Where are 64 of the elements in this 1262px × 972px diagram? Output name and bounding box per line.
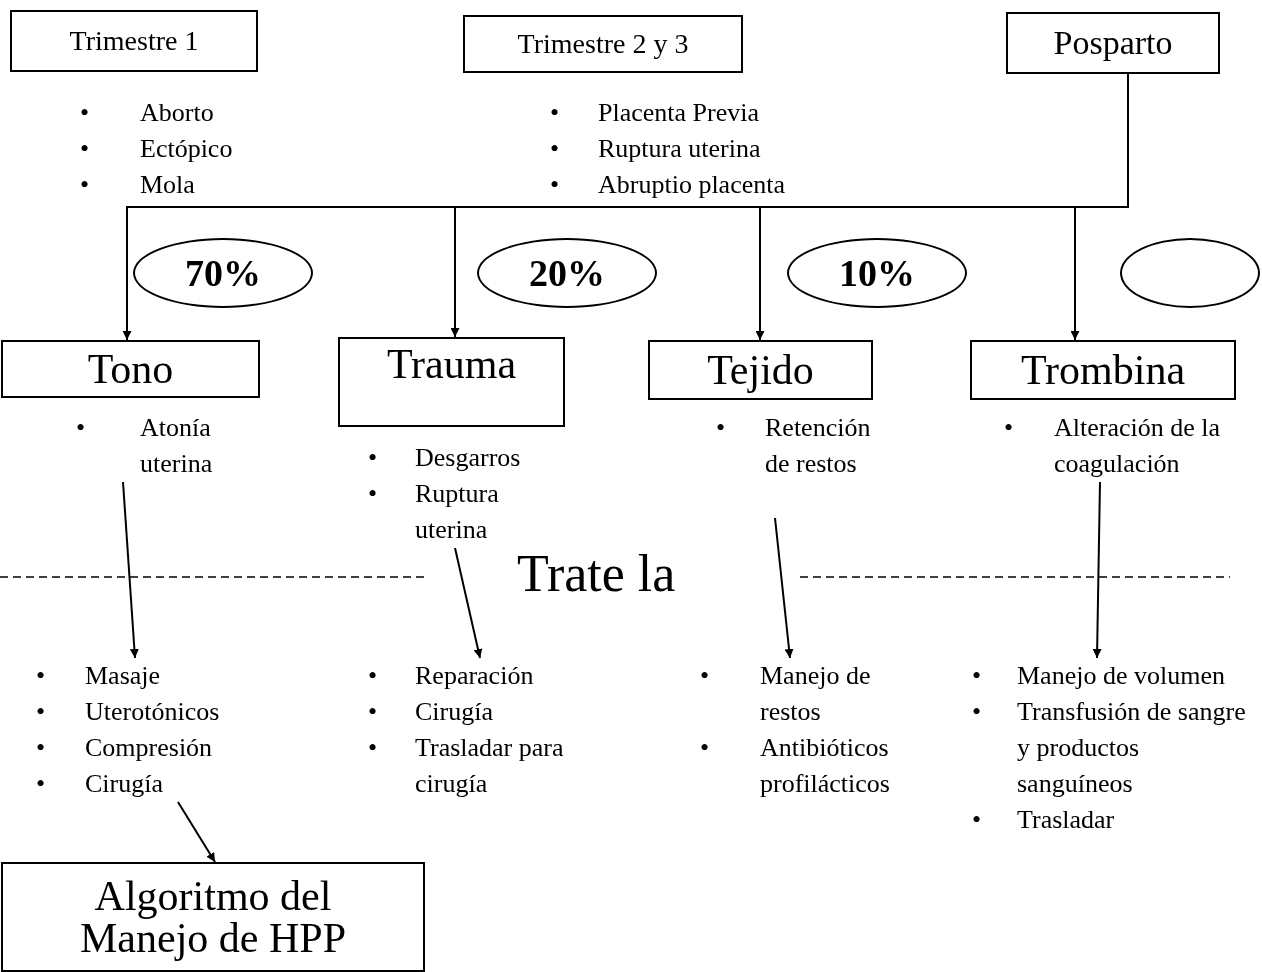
bullet: • [36, 767, 46, 800]
arrow [454, 547, 483, 659]
bullet-text: Manejo de restos [760, 660, 872, 728]
bullet: • [972, 660, 982, 692]
bullet: • [76, 412, 86, 444]
category-box: Trombina [970, 340, 1236, 400]
bullet-text: Manejo de volumen [1017, 660, 1226, 692]
bullet-text: Placenta Previa [598, 97, 760, 129]
bullet-text: Retención de restos [765, 412, 869, 480]
category-box: Tejido [648, 340, 873, 400]
section-heading: Trate la [517, 548, 676, 600]
bullet-text: Aborto [140, 97, 215, 129]
bullet-text: Trasladar para cirugía [415, 731, 565, 800]
category-box: Posparto [1006, 12, 1220, 74]
percentage-ellipse: 10% [787, 238, 967, 308]
bullet: • [550, 97, 560, 129]
category-box: Algoritmo del Manejo de HPP [1, 862, 425, 972]
bullet: • [716, 412, 726, 444]
bullet-text: Desgarros [415, 442, 522, 474]
bullet: • [36, 731, 46, 764]
bullet-text: Cirugía [85, 767, 164, 800]
bullet-text: Atonía uterina [140, 412, 214, 480]
bullet-text: Trasladar [1017, 803, 1116, 836]
bullet: • [550, 132, 560, 165]
bullet: • [80, 97, 90, 129]
bullet-text: Antibióticos profilácticos [760, 731, 891, 800]
bullet-text: Uterotónicos [85, 695, 221, 728]
category-box: Trauma [338, 337, 565, 427]
bullet-text: Reparación [415, 660, 535, 692]
category-box: Trimestre 1 [10, 10, 258, 72]
bullet: • [700, 731, 710, 764]
bullet: • [700, 660, 710, 692]
bullet: • [1004, 412, 1014, 444]
percentage-ellipse: 20% [477, 238, 657, 308]
bullet-text: Alteración de la coagulación [1054, 412, 1222, 480]
bullet: • [36, 695, 46, 728]
bullet: • [368, 660, 378, 692]
bullet-text: Ruptura uterina [598, 132, 762, 165]
bullet: • [368, 695, 378, 728]
category-box: Tono [1, 340, 260, 398]
bullet: • [368, 731, 378, 764]
bullet-text: Masaje [85, 660, 162, 692]
bullet: • [36, 660, 46, 692]
category-box: Trimestre 2 y 3 [463, 15, 743, 73]
percentage-ellipse: 70% [133, 238, 313, 308]
bullet: • [368, 442, 378, 474]
bullet-text: Abruptio placenta [598, 168, 786, 201]
bullet: • [80, 168, 90, 201]
arrow [774, 517, 794, 659]
bullet-text: Compresión [85, 731, 214, 764]
bullet: • [972, 695, 982, 728]
bullet-text: Mola [140, 168, 196, 201]
arrow [122, 481, 139, 659]
arrow [177, 801, 216, 863]
bullet: • [972, 803, 982, 836]
bullet-text: Transfusión de sangre y productos sanguíneos [1017, 695, 1247, 800]
arrow [1092, 481, 1102, 659]
bullet: • [368, 477, 378, 510]
bullet-text: Ruptura uterina [415, 477, 500, 546]
bullet: • [550, 168, 560, 201]
arrow [1070, 73, 1129, 341]
bullet-text: Ectópico [140, 132, 234, 165]
bullet: • [80, 132, 90, 165]
bullet-text: Cirugía [415, 695, 494, 728]
